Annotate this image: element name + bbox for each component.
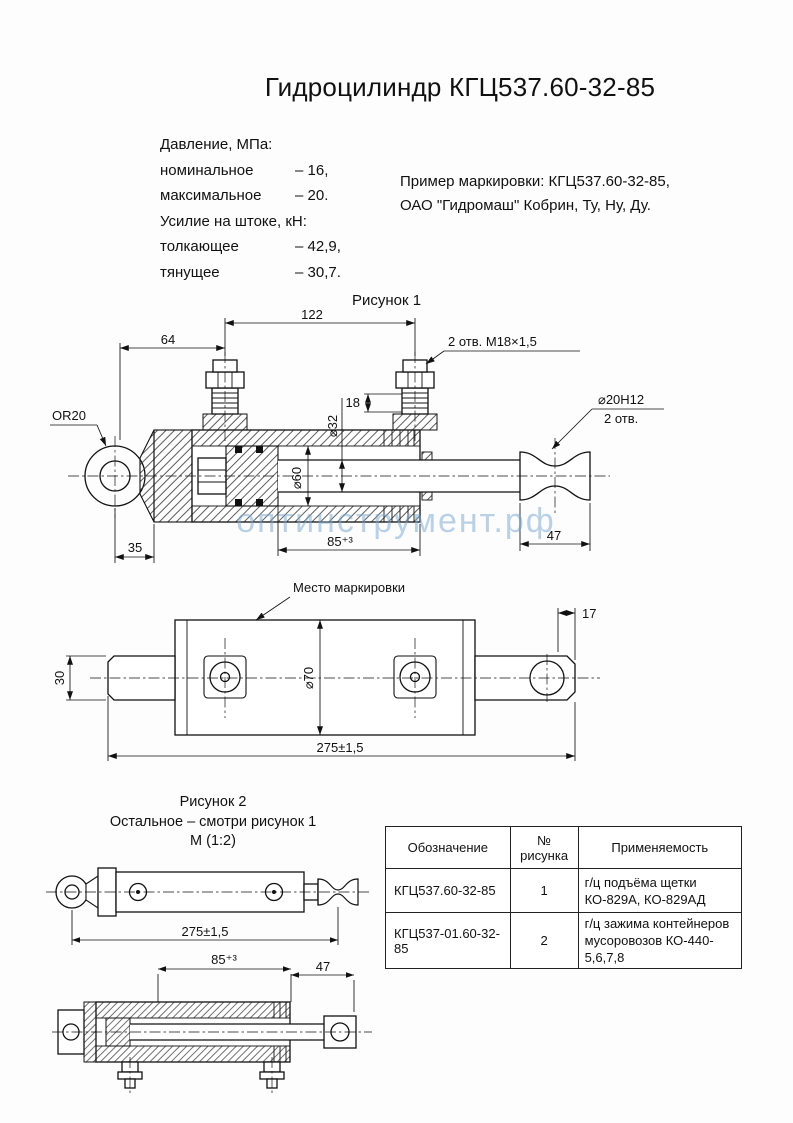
- marking-line1: Пример маркировки: КГЦ537.60-32-85,: [400, 173, 670, 190]
- marking-note: Место маркировки: [293, 580, 405, 595]
- dim-35: 35: [128, 540, 142, 555]
- figure2-note: Остальное – смотри рисунок 1: [109, 813, 317, 830]
- figure2-scale: М (1:2): [190, 833, 236, 849]
- cell-figure-no: 1: [509, 868, 579, 913]
- dia-20h12: ⌀20Н12: [598, 392, 644, 407]
- spec-value: – 42,9,: [295, 238, 341, 255]
- figure2-side-view: 275±1,5: [46, 867, 370, 945]
- spec-label: тянущее: [160, 263, 220, 281]
- header-figure-no: № рисунка: [509, 826, 579, 869]
- spec-label: максимальное: [160, 187, 262, 204]
- dimensions: 122 64 2 отв. М18×1,5 OR20 ⌀32 18 ⌀60 ⌀2…: [50, 307, 664, 563]
- dia-60: ⌀60: [289, 467, 304, 489]
- spec-value: – 16,: [295, 161, 329, 179]
- table-row: КГЦ537-01.60-32-85 2 г/ц зажима контейне…: [385, 912, 743, 969]
- dim-85: 85⁺³: [211, 952, 237, 967]
- rod-side: [107, 655, 176, 701]
- force-header: Усилие на штоке, кН:: [160, 212, 307, 230]
- dia-20h12-holes: 2 отв.: [604, 411, 638, 426]
- header-application: Применяемость: [577, 826, 743, 869]
- cell-designation: КГЦ537.60-32-85: [385, 868, 511, 913]
- cell-figure-no: 2: [509, 912, 579, 969]
- dim-17: 17: [582, 606, 596, 621]
- dim-47: 47: [316, 959, 330, 974]
- dim-85: 85⁺³: [327, 534, 353, 549]
- figure2-caption-block: Рисунок 2 Остальное – смотри рисунок 1 М…: [100, 793, 326, 852]
- spec-value: – 30,7.: [295, 263, 341, 281]
- pressure-header: Давление, МПа:: [160, 136, 273, 153]
- table-row: КГЦ537.60-32-85 1 г/ц подъёма щетки КО-8…: [385, 868, 743, 913]
- cell-application: г/ц подъёма щетки КО-829А, КО-829АД: [577, 868, 743, 913]
- centerlines: [90, 638, 600, 718]
- page-title: Гидроцилиндр КГЦ537.60-32-85: [264, 72, 656, 102]
- spec-label: номинальное: [160, 161, 254, 179]
- centerlines: [68, 352, 610, 518]
- piston-rod: [278, 451, 520, 501]
- dim-30: 30: [52, 671, 67, 685]
- dia-32: ⌀32: [325, 415, 340, 437]
- table-header-row: Обозначение № рисунка Применяемость: [385, 826, 743, 869]
- marking-line2: ОАО "Гидромаш" Кобрин, Ту, Ну, Ду.: [400, 197, 651, 214]
- ports-label: 2 отв. М18×1,5: [448, 334, 537, 349]
- figure2-drawing: 275±1,5 85⁺³ 47: [46, 867, 372, 1096]
- figure1-caption: Рисунок 1: [352, 292, 422, 309]
- spec-label: толкающее: [160, 238, 239, 255]
- dia-70: ⌀70: [301, 667, 316, 689]
- application-table: Обозначение № рисунка Применяемость КГЦ5…: [385, 826, 743, 969]
- header-designation: Обозначение: [385, 826, 511, 869]
- or20-label: OR20: [52, 408, 86, 423]
- rod-end-spool: [519, 451, 591, 501]
- spec-row: номинальное – 16,: [160, 158, 400, 184]
- cell-designation: КГЦ537-01.60-32-85: [385, 912, 511, 969]
- figure1-drawing: 122 64 2 отв. М18×1,5 OR20 ⌀32 18 ⌀60 ⌀2…: [50, 307, 664, 563]
- dim-64: 64: [161, 332, 175, 347]
- cylinder-body-side: [174, 619, 476, 736]
- cell-application: г/ц зажима контейнеров мусоровозов КО-44…: [577, 912, 743, 969]
- specs-block: Давление, МПа: номинальное – 16, максима…: [160, 132, 400, 285]
- figure2-section-view: 85⁺³ 47: [52, 952, 372, 1096]
- figure-side-view: Место маркировки 17 ⌀70 30 275±1,5: [52, 580, 600, 761]
- dim-122: 122: [301, 307, 323, 322]
- dimensions: Место маркировки 17 ⌀70 30 275±1,5: [52, 580, 596, 761]
- marking-example-block: Пример маркировки: КГЦ537.60-32-85, ОАО …: [400, 170, 670, 218]
- dim-18: 18: [346, 395, 360, 410]
- spec-value: – 20.: [295, 187, 329, 204]
- figure2-caption: Рисунок 2: [179, 794, 247, 810]
- spec-row: тянущее – 30,7.: [160, 260, 400, 286]
- spec-row: максимальное – 20.: [160, 183, 400, 209]
- dim-47: 47: [547, 528, 561, 543]
- dim-275: 275±1,5: [182, 924, 229, 939]
- spec-row: толкающее – 42,9,: [160, 234, 400, 260]
- watermark: оптинструмент.рф: [236, 502, 556, 540]
- dim-275: 275±1,5: [317, 740, 364, 755]
